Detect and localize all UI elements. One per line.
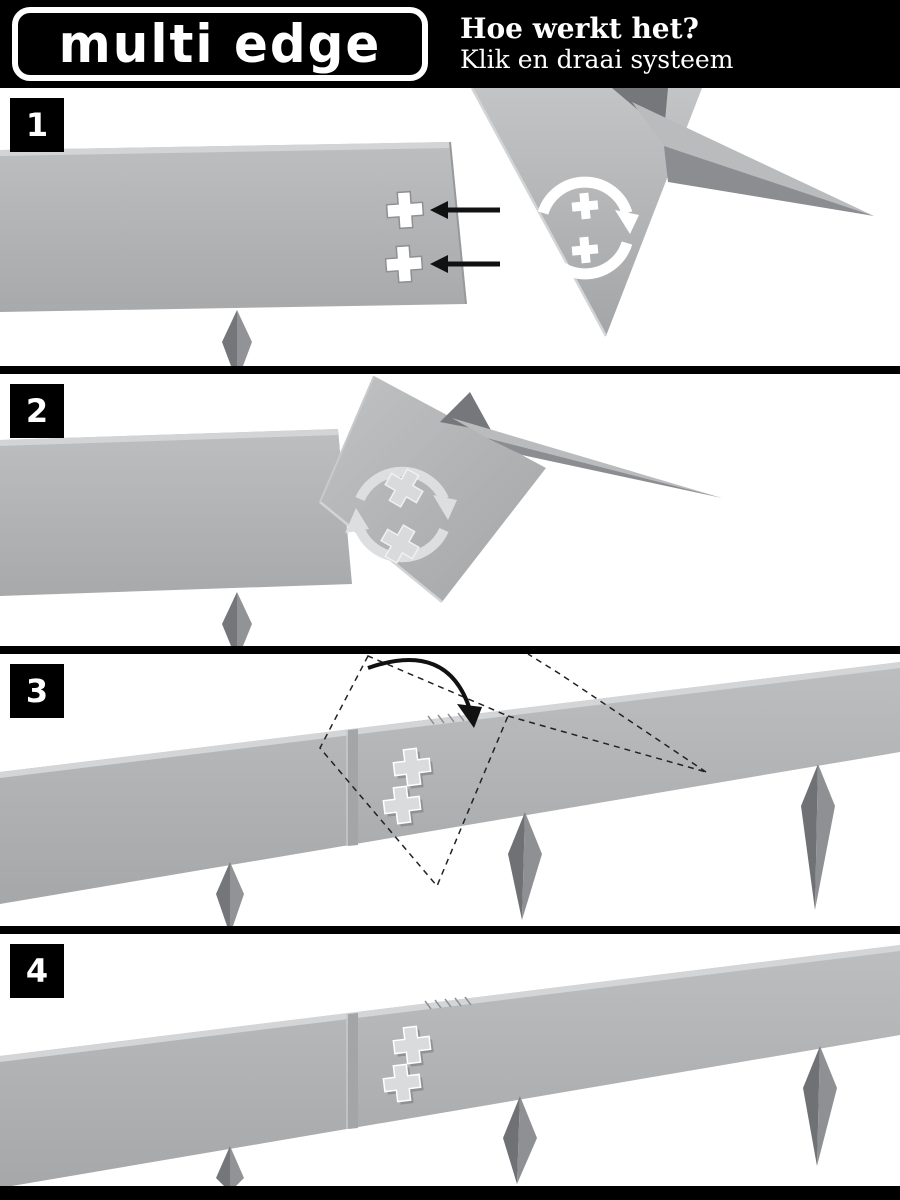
edging-strip-left xyxy=(0,429,352,596)
edging-strip-left xyxy=(0,141,467,312)
ground-spike xyxy=(222,592,252,646)
edging-strip-joined xyxy=(0,945,900,1186)
rotate-icon xyxy=(345,466,457,563)
ground-spike xyxy=(222,310,252,366)
rotate-icon xyxy=(528,176,639,280)
panel-divider xyxy=(0,366,900,374)
step-1-badge: 1 xyxy=(10,98,64,152)
step-2-badge: 2 xyxy=(10,384,64,438)
step-3-illustration xyxy=(0,654,900,926)
page-subtitle: Klik en draai systeem xyxy=(460,45,734,75)
joint-seam xyxy=(348,1013,358,1129)
step-4-illustration xyxy=(0,945,900,1186)
step-panel-1: 1 xyxy=(0,88,900,366)
step-4-badge: 4 xyxy=(10,944,64,998)
step-panel-2: 2 xyxy=(0,374,900,646)
ground-spike xyxy=(216,1046,837,1186)
brand-logo-text: multi edge xyxy=(58,13,382,75)
edging-segment-detached xyxy=(470,88,874,337)
panel-divider xyxy=(0,646,900,654)
header-text-block: Hoe werkt het? Klik en draai systeem xyxy=(460,11,734,75)
brand-logo: multi edge xyxy=(12,7,428,81)
step-2-illustration xyxy=(0,375,722,646)
curved-arrow-icon xyxy=(367,658,482,728)
edging-segment-clicked-in xyxy=(319,375,722,603)
step-4-number: 4 xyxy=(25,952,49,990)
ground-spike xyxy=(216,764,835,926)
connector-tab-icon xyxy=(382,1025,434,1105)
page-title: Hoe werkt het? xyxy=(460,11,699,45)
step-3-number: 3 xyxy=(25,672,49,710)
connector-slot-icon xyxy=(384,190,425,284)
step-1-number: 1 xyxy=(25,106,49,144)
arrow-left-icon xyxy=(430,201,500,273)
edging-strip-joined xyxy=(0,662,900,904)
panel-divider xyxy=(0,926,900,934)
bottom-bar xyxy=(0,1186,900,1200)
step-panel-3: 3 xyxy=(0,654,900,926)
connector-tab-icon xyxy=(382,747,434,827)
connector-tab-icon xyxy=(380,468,424,564)
header: multi edge Hoe werkt het? Klik en draai … xyxy=(0,0,900,88)
dashed-rotation-outline xyxy=(319,654,707,888)
step-panel-4: 4 xyxy=(0,934,900,1186)
step-3-badge: 3 xyxy=(10,664,64,718)
step-2-number: 2 xyxy=(25,392,49,430)
step-1-illustration xyxy=(0,88,874,366)
joint-teeth xyxy=(424,996,472,1010)
